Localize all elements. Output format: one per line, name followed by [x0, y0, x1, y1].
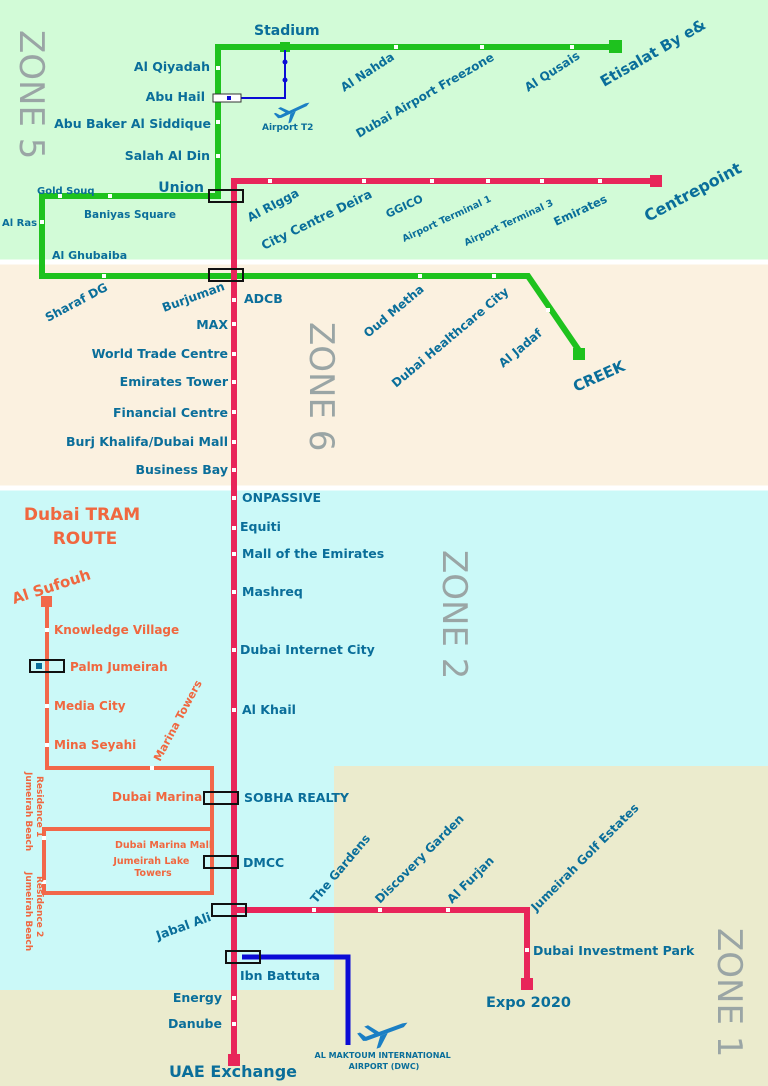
station-mashreq[interactable]: Mashreq	[242, 584, 303, 599]
station-adcb[interactable]: ADCB	[244, 291, 283, 306]
tram-stop-jbr2[interactable]: Jumeirah Beach Residence 2	[23, 871, 44, 954]
dmcc-interchange[interactable]	[203, 855, 239, 869]
station-salah-al-din[interactable]: Salah Al Din	[125, 148, 210, 163]
station-stadium[interactable]: Stadium	[254, 23, 320, 39]
dwc-airport-label[interactable]: AL MAKTOUM INTERNATIONAL AIRPORT (DWC)	[315, 1051, 454, 1071]
station-financial-centre[interactable]: Financial Centre	[113, 405, 228, 420]
tram-stop-jlt-line1: Jumeirah Lake	[112, 856, 189, 867]
station-business-bay[interactable]: Business Bay	[136, 462, 229, 477]
tram-line[interactable]	[42, 600, 214, 895]
station-union[interactable]: Union	[158, 180, 204, 196]
station-al-qiyadah[interactable]: Al Qiyadah	[134, 59, 210, 74]
zone1-area	[334, 766, 768, 1086]
interchange-markers	[29, 189, 261, 964]
station-energy[interactable]: Energy	[173, 990, 222, 1005]
station-gold-souq[interactable]: Gold Souq	[37, 186, 95, 197]
tram-title-line1: Dubai TRAM	[24, 505, 140, 525]
station-onpassive[interactable]: ONPASSIVE	[242, 490, 321, 505]
red-line[interactable]	[231, 178, 656, 1060]
airplane-icon	[357, 1022, 408, 1049]
station-al-khail[interactable]: Al Khail	[242, 702, 296, 717]
station-uae-exchange[interactable]: UAE Exchange	[169, 1062, 297, 1081]
tram-stop-jbr2-line2: Residence 2	[34, 876, 44, 937]
airplane-icon	[273, 102, 310, 124]
station-al-ghubaiba[interactable]: Al Ghubaiba	[52, 249, 127, 262]
station-danube[interactable]: Danube	[168, 1016, 222, 1031]
zone5-label: ZONE 5	[11, 30, 51, 159]
station-sobha-realty[interactable]: SOBHA REALTY	[244, 790, 350, 805]
union-interchange[interactable]	[208, 189, 244, 203]
tram-stop-jbr1-line1: Jumeirah Beach	[23, 771, 33, 851]
zone1-label: ZONE 1	[709, 928, 749, 1057]
station-burj-khalifa[interactable]: Burj Khalifa/Dubai Mall	[66, 434, 228, 449]
station-world-trade-centre[interactable]: World Trade Centre	[92, 346, 228, 361]
tram-stop-dubai-marina-mall[interactable]: Dubai Marina Mall	[115, 840, 212, 851]
etisalat-terminus[interactable]	[609, 40, 622, 53]
stadium-station-marker[interactable]	[280, 42, 290, 52]
tram-stop-jbr1-line2: Residence 1	[34, 776, 44, 837]
dwc-airport-label-line1: AL MAKTOUM INTERNATIONAL	[315, 1051, 451, 1060]
ibn-battuta-interchange[interactable]	[225, 950, 261, 964]
tram-stop-dubai-marina[interactable]: Dubai Marina	[112, 790, 202, 804]
green-line[interactable]	[39, 44, 616, 354]
tram-stop-jlt[interactable]: Jumeirah Lake Towers	[112, 856, 192, 879]
creek-terminus[interactable]	[573, 348, 585, 360]
station-dubai-internet-city[interactable]: Dubai Internet City	[240, 642, 375, 657]
uae-exchange-terminus[interactable]	[228, 1054, 240, 1066]
tram-stop-knowledge-village[interactable]: Knowledge Village	[54, 623, 179, 637]
dwc-line[interactable]	[242, 954, 351, 1045]
burjuman-interchange[interactable]	[208, 268, 244, 282]
zone5-area	[0, 0, 768, 262]
station-equiti[interactable]: Equiti	[240, 519, 281, 534]
dwc-airport-label-line2: AIRPORT (DWC)	[349, 1062, 420, 1071]
palm-interchange[interactable]	[29, 659, 65, 673]
station-expo-2020[interactable]: Expo 2020	[486, 995, 571, 1011]
sobha-interchange[interactable]	[203, 791, 239, 805]
tram-stop-palm-jumeirah[interactable]: Palm Jumeirah	[70, 660, 168, 674]
tram-stop-jbr2-line1: Jumeirah Beach	[23, 871, 33, 951]
al-sufouh-terminus[interactable]	[41, 596, 52, 607]
station-ibn-battuta[interactable]: Ibn Battuta	[240, 968, 320, 983]
station-dubai-investment-park[interactable]: Dubai Investment Park	[533, 943, 695, 958]
tram-stop-jbr1[interactable]: Jumeirah Beach Residence 1	[23, 771, 44, 854]
station-dots	[40, 45, 602, 1026]
station-baniyas-square[interactable]: Baniyas Square	[84, 209, 176, 221]
station-al-ras[interactable]: Al Ras	[2, 218, 37, 229]
tram-title: Dubai TRAM ROUTE	[24, 505, 146, 549]
zone6-area	[0, 262, 768, 488]
station-abu-hail[interactable]: Abu Hail	[146, 89, 205, 104]
centrepoint-terminus[interactable]	[650, 175, 662, 187]
tram-stop-mina-seyahi[interactable]: Mina Seyahi	[54, 738, 136, 752]
zone1-bottom-area	[0, 990, 334, 1086]
station-emirates-tower[interactable]: Emirates Tower	[120, 374, 229, 389]
zone6-label: ZONE 6	[301, 322, 341, 451]
airport-t2-label[interactable]: Airport T2	[262, 123, 313, 133]
station-abu-baker-al-siddique[interactable]: Abu Baker Al Siddique	[54, 116, 211, 131]
tram-title-line2: ROUTE	[53, 529, 118, 549]
station-mall-of-the-emirates[interactable]: Mall of the Emirates	[242, 546, 384, 561]
tram-stop-media-city[interactable]: Media City	[54, 699, 126, 713]
jabal-ali-interchange[interactable]	[211, 903, 247, 917]
tram-stop-jlt-line2: Towers	[134, 868, 172, 879]
zone2-label: ZONE 2	[434, 550, 474, 679]
station-dmcc[interactable]: DMCC	[243, 855, 284, 870]
station-max[interactable]: MAX	[196, 317, 228, 332]
expo-terminus[interactable]	[521, 978, 533, 990]
airport-t2-branch[interactable]	[228, 50, 286, 99]
